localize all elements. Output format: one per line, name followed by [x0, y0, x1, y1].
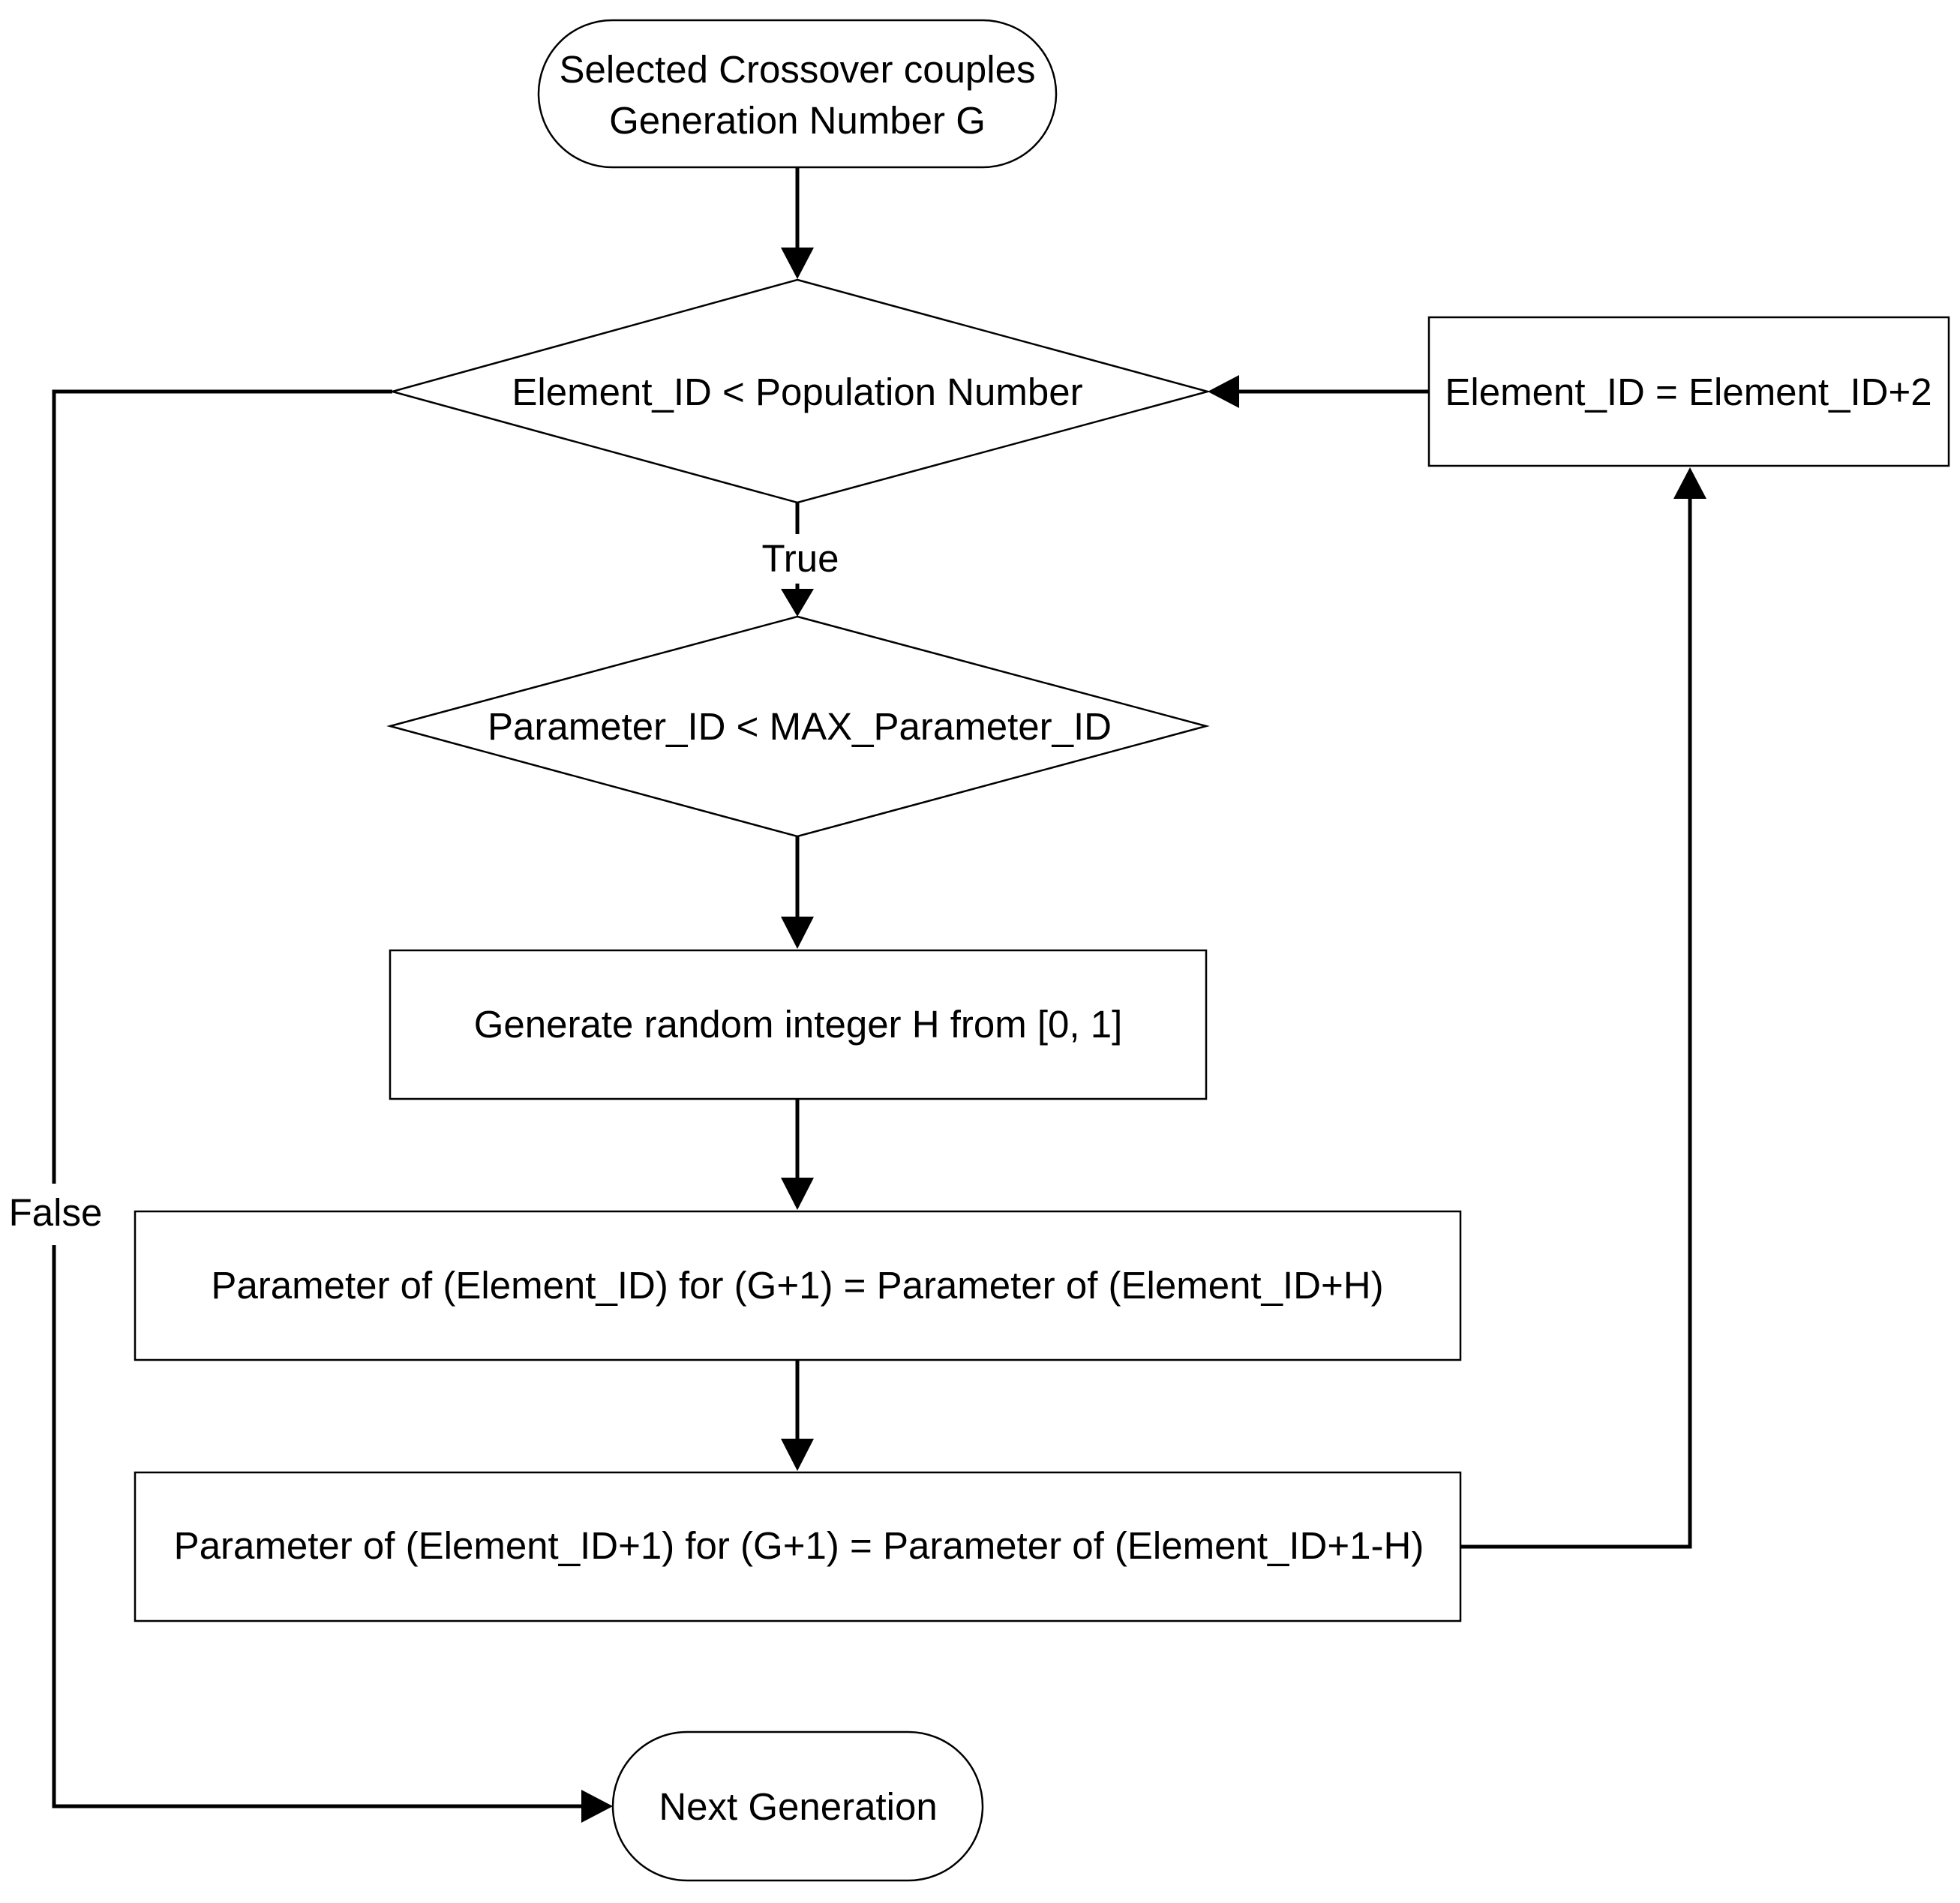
end-terminator: Next Generation: [611, 1730, 984, 1882]
false-label: False: [9, 1191, 103, 1234]
true-label: True: [762, 537, 839, 580]
parameter-decision: Parameter_ID < MAX_Parameter_ID: [386, 615, 1210, 838]
start-line-2: Generation Number G: [609, 99, 986, 142]
assign-first-process: Parameter of (Element_ID) for (G+1) = Pa…: [134, 1210, 1462, 1361]
assign-first-text: Parameter of (Element_ID) for (G+1) = Pa…: [211, 1264, 1383, 1307]
population-decision: Element_ID < Population Number: [389, 278, 1211, 504]
parameter-condition: Parameter_ID < MAX_Parameter_ID: [488, 705, 1112, 748]
arrow-generate-to-assign-first: [781, 1099, 814, 1210]
increment-text: Element_ID = Element_ID+2: [1445, 371, 1931, 413]
false-branch-connector: False: [9, 389, 613, 1823]
arrow-parameter-to-generate: [781, 836, 814, 949]
generate-random-text: Generate random integer H from [0, 1]: [474, 1003, 1123, 1046]
arrow-start-to-population-check: [781, 167, 814, 279]
start-terminator: Selected Crossover couples Generation Nu…: [537, 19, 1058, 169]
arrow-assign-first-to-second: [781, 1360, 814, 1471]
generate-random-process: Generate random integer H from [0, 1]: [389, 949, 1208, 1100]
assign-second-process: Parameter of (Element_ID+1) for (G+1) = …: [134, 1471, 1462, 1622]
arrow-increment-to-population-check: [1208, 375, 1429, 408]
assign-second-text: Parameter of (Element_ID+1) for (G+1) = …: [174, 1524, 1424, 1567]
increment-process: Element_ID = Element_ID+2: [1427, 316, 1950, 467]
end-text: Next Generation: [659, 1785, 937, 1828]
population-condition: Element_ID < Population Number: [512, 371, 1082, 413]
loop-to-increment-connector: [1460, 467, 1706, 1549]
true-branch-connector: True: [762, 503, 839, 617]
start-line-1: Selected Crossover couples: [560, 48, 1036, 91]
